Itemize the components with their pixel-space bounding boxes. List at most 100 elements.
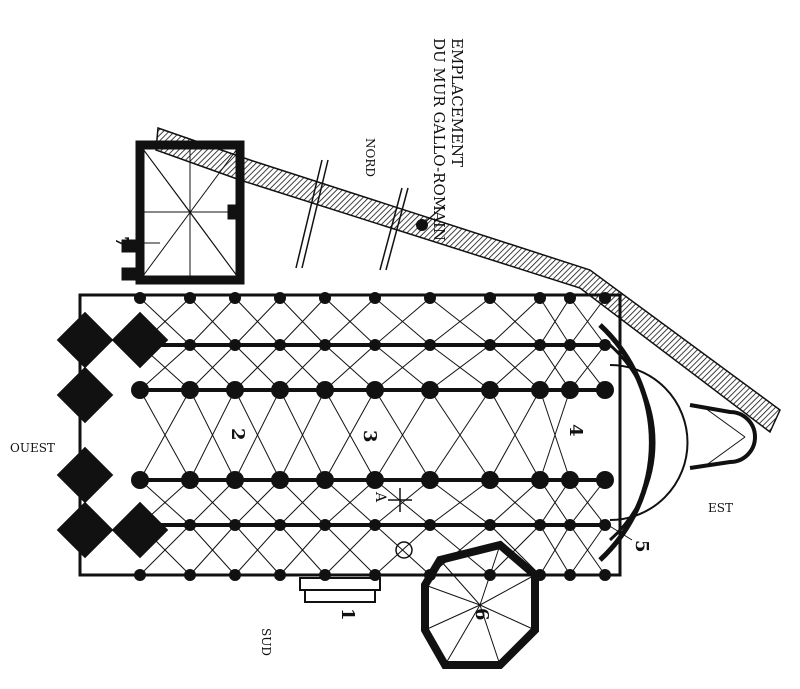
pier (534, 569, 546, 581)
vault-rib (429, 297, 491, 346)
marker-3: 3 (359, 430, 380, 443)
vault-rib (324, 344, 376, 391)
vault-rib (139, 297, 191, 346)
pier (596, 381, 614, 399)
pier (596, 471, 614, 489)
pier (599, 519, 611, 531)
pier (564, 519, 576, 531)
tomb-marker (395, 541, 413, 559)
pier (564, 292, 576, 304)
pier (274, 339, 286, 351)
pier (366, 471, 384, 489)
pier (229, 519, 241, 531)
vault-rib (279, 389, 326, 481)
vault-rib (234, 297, 281, 346)
vault-rib (234, 344, 281, 391)
vault-rib (539, 344, 571, 391)
vault-rib (139, 524, 191, 576)
pier (481, 381, 499, 399)
vault-rib (374, 297, 431, 346)
pier (564, 339, 576, 351)
axial-chapel (689, 403, 757, 470)
vault-rib (539, 479, 571, 526)
pier (229, 569, 241, 581)
vault-rib (374, 389, 431, 481)
pier (134, 292, 146, 304)
vault-rib (489, 524, 541, 576)
vault-rib (324, 389, 376, 481)
vault-rib (569, 479, 606, 526)
pier (134, 519, 146, 531)
marker-7: 7 (111, 236, 132, 249)
north-axis-lines (295, 159, 409, 271)
pier (184, 519, 196, 531)
pier (319, 339, 331, 351)
vault-rib (489, 389, 541, 481)
pier (484, 292, 496, 304)
vault-rib (279, 524, 326, 576)
vault-rib (279, 344, 326, 391)
pier (184, 569, 196, 581)
round-chapel (421, 540, 539, 669)
pier (366, 381, 384, 399)
pier (534, 339, 546, 351)
pier (226, 381, 244, 399)
marker-6: 6 (471, 608, 492, 621)
vault-rib (539, 524, 571, 576)
pier (424, 519, 436, 531)
vault-rib (429, 479, 491, 526)
vault-rib (539, 297, 571, 346)
vault-rib (234, 389, 281, 481)
pier (424, 292, 436, 304)
vault-rib (489, 297, 541, 346)
label-est: EST (708, 501, 733, 515)
marker-a: A (372, 491, 388, 503)
marker-5-leader (599, 519, 633, 541)
pier (131, 381, 149, 399)
marker-4: 4 (565, 424, 586, 437)
tower-buttress (56, 366, 114, 424)
chapter-house (121, 140, 245, 285)
pier (531, 471, 549, 489)
vault-rib (324, 524, 376, 576)
south-porch (299, 577, 381, 603)
pier (274, 292, 286, 304)
vault-rib (374, 344, 431, 391)
pier (369, 339, 381, 351)
pier (564, 569, 576, 581)
pier (184, 292, 196, 304)
pier (534, 519, 546, 531)
pier (134, 339, 146, 351)
vault-rib (429, 524, 491, 576)
pier (226, 471, 244, 489)
vault-rib (429, 389, 491, 481)
pier (369, 569, 381, 581)
vault-rib (279, 479, 326, 526)
nave-outline (78, 293, 689, 577)
pier (531, 381, 549, 399)
vault-rib (324, 479, 376, 526)
pier (274, 519, 286, 531)
vault-rib (429, 344, 491, 391)
pier (274, 569, 286, 581)
vault-rib (139, 344, 191, 391)
pier (316, 381, 334, 399)
marker-5: 5 (631, 540, 652, 553)
pier (484, 569, 496, 581)
vault-rib (539, 389, 571, 481)
vault-rib (374, 479, 431, 526)
pier (534, 292, 546, 304)
cross-icon (388, 488, 412, 512)
marker-2: 2 (227, 428, 248, 441)
vault-rib (234, 479, 281, 526)
tower-buttress (56, 446, 114, 504)
vault-rib (139, 479, 191, 526)
tower-buttress (56, 311, 114, 369)
vault-rib (374, 524, 431, 576)
vault-rib (489, 344, 541, 391)
tower-buttress (56, 501, 114, 559)
wall-leader-line (423, 204, 446, 224)
vault-rib (234, 524, 281, 576)
vault-rib (189, 479, 236, 526)
